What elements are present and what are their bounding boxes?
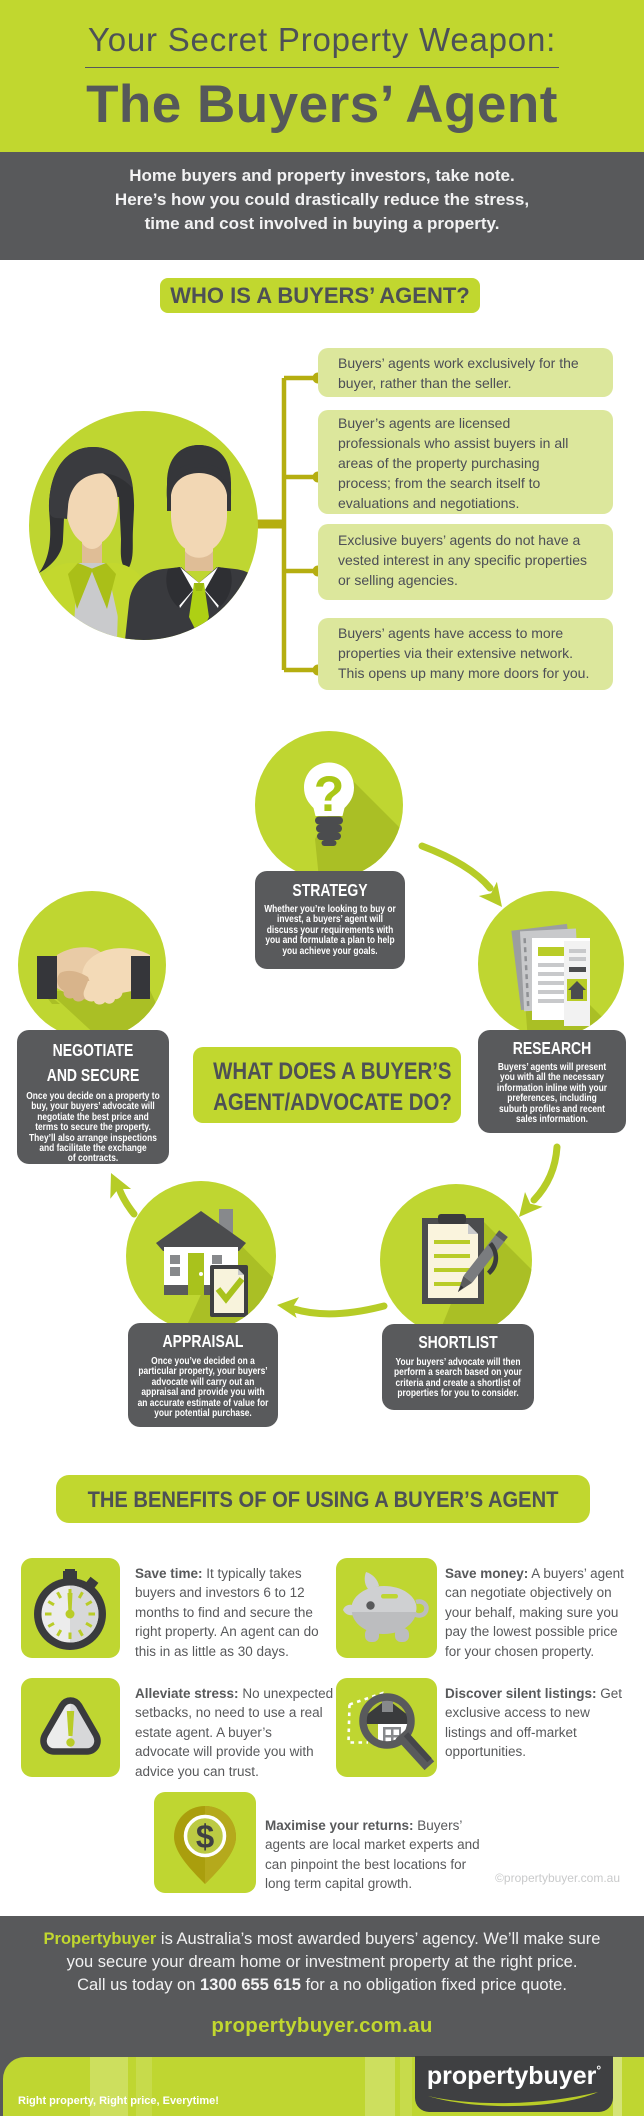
svg-text:$: $ [196, 1818, 214, 1855]
svg-text:?: ? [314, 766, 345, 822]
